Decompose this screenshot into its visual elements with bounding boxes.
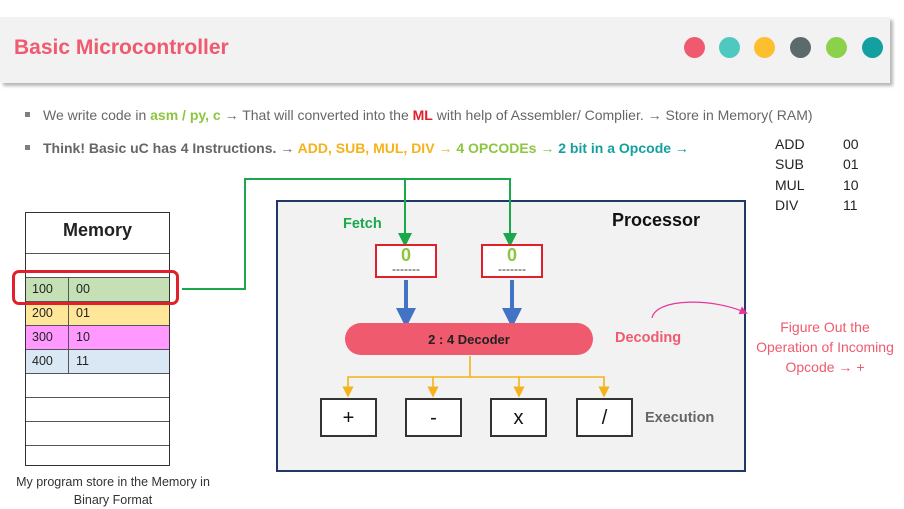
decoder-output-line — [342, 356, 471, 398]
opcode-name: DIV — [775, 197, 799, 213]
opcode-name: MUL — [775, 177, 805, 193]
memory-row-300: 300 10 — [26, 325, 169, 349]
header-dot-4 — [790, 37, 811, 58]
bullet-line-2: Think! Basic uC has 4 Instructions. → AD… — [25, 140, 689, 156]
highlight-ring — [12, 270, 179, 305]
bullet-1-text-b: → That will converted into the — [220, 107, 413, 123]
memory-empty-row — [26, 397, 169, 421]
opcode-name: ADD — [775, 136, 805, 152]
memory-value: 00 — [76, 282, 90, 296]
fetch-line — [182, 178, 517, 290]
memory-address: 300 — [32, 330, 53, 344]
execution-label: Execution — [645, 410, 715, 426]
header-dot-3 — [754, 37, 775, 58]
op-sub-box: - — [405, 398, 462, 437]
fetch-register-2: 0 ------- — [481, 244, 543, 278]
memory-empty-row — [26, 373, 169, 397]
bullet-2-opcode-count: 4 OPCODEs — [456, 140, 537, 156]
header-dot-5 — [826, 37, 847, 58]
op-add-box: + — [320, 398, 377, 437]
annotation-line-1: Figure Out the — [780, 319, 870, 335]
page-title: Basic Microcontroller — [14, 36, 229, 59]
bullet-1-text-a: We write code in — [43, 107, 151, 123]
bullet-2-instructions: ADD, SUB, MUL, DIV — [297, 140, 435, 156]
memory-caption-line-2: Binary Format — [73, 493, 153, 507]
register-value: 0 — [400, 245, 411, 265]
fetch-label: Fetch — [343, 216, 382, 232]
memory-caption: My program store in the Memory in Binary… — [0, 473, 226, 509]
bullet-square-icon — [25, 111, 30, 117]
memory-value: 11 — [76, 354, 89, 368]
header-dot-1 — [684, 37, 705, 58]
register-value: 0 — [506, 245, 517, 265]
decoder-block: 2 : 4 Decoder — [345, 323, 593, 355]
bullet-1-languages: asm / py, c — [150, 107, 221, 123]
memory-address: 400 — [32, 354, 53, 368]
header-dot-2 — [719, 37, 740, 58]
op-div-box: / — [576, 398, 633, 437]
memory-divider — [68, 350, 69, 373]
bullet-1-text-c: with help of Assembler/ Complier. → Stor… — [432, 107, 813, 123]
memory-divider — [68, 278, 69, 301]
annotation-text: Figure Out the Operation of Incoming Opc… — [746, 317, 904, 377]
bullet-line-1: We write code in asm / py, c → That will… — [25, 107, 813, 123]
memory-row-400: 400 11 — [26, 349, 169, 373]
memory-row-200: 200 01 — [26, 301, 169, 325]
bullet-2-opcode-bits: 2 bit in a Opcode — [558, 140, 672, 156]
memory-value: 10 — [76, 330, 90, 344]
bullet-2-arrow-3: → — [671, 140, 689, 156]
memory-value: 01 — [76, 306, 90, 320]
opcode-code: 11 — [843, 197, 858, 213]
memory-table: 100 00 200 01 300 10 400 11 — [25, 212, 170, 466]
op-mul-box: x — [490, 398, 547, 437]
memory-row-100: 100 00 — [26, 277, 169, 301]
header-dot-6 — [862, 37, 883, 58]
memory-empty-row — [26, 445, 169, 465]
bullet-1-ml: ML — [412, 107, 433, 123]
bullet-2-arrow-1: → — [434, 140, 457, 156]
bullet-2-text-a: Think! Basic uC has 4 Instructions. → — [43, 140, 298, 156]
fetch-register-1: 0 ------- — [375, 244, 437, 278]
memory-empty-row — [26, 253, 169, 277]
memory-address: 100 — [32, 282, 53, 296]
register-dashes: ------- — [498, 262, 526, 276]
header-bar — [0, 17, 890, 83]
memory-caption-line-1: My program store in the Memory in — [16, 475, 210, 489]
memory-title: Memory — [62, 220, 133, 240]
processor-title: Processor — [612, 210, 701, 230]
annotation-line-3: Opcode → + — [785, 359, 865, 375]
memory-empty-row — [26, 421, 169, 445]
bullet-2-arrow-2: → — [536, 140, 559, 156]
memory-address: 200 — [32, 306, 53, 320]
opcode-code: 10 — [843, 177, 859, 193]
opcode-code: 00 — [843, 136, 859, 152]
bullet-square-icon — [25, 144, 30, 150]
opcode-name: SUB — [775, 156, 804, 172]
register-dashes: ------- — [392, 262, 420, 276]
decoding-label: Decoding — [615, 330, 682, 346]
memory-divider — [68, 302, 69, 325]
decoder-output-line — [470, 376, 610, 398]
opcode-code: 01 — [843, 156, 859, 172]
annotation-curve — [651, 301, 748, 319]
memory-divider — [68, 326, 69, 349]
annotation-line-2: Operation of Incoming — [756, 339, 894, 355]
